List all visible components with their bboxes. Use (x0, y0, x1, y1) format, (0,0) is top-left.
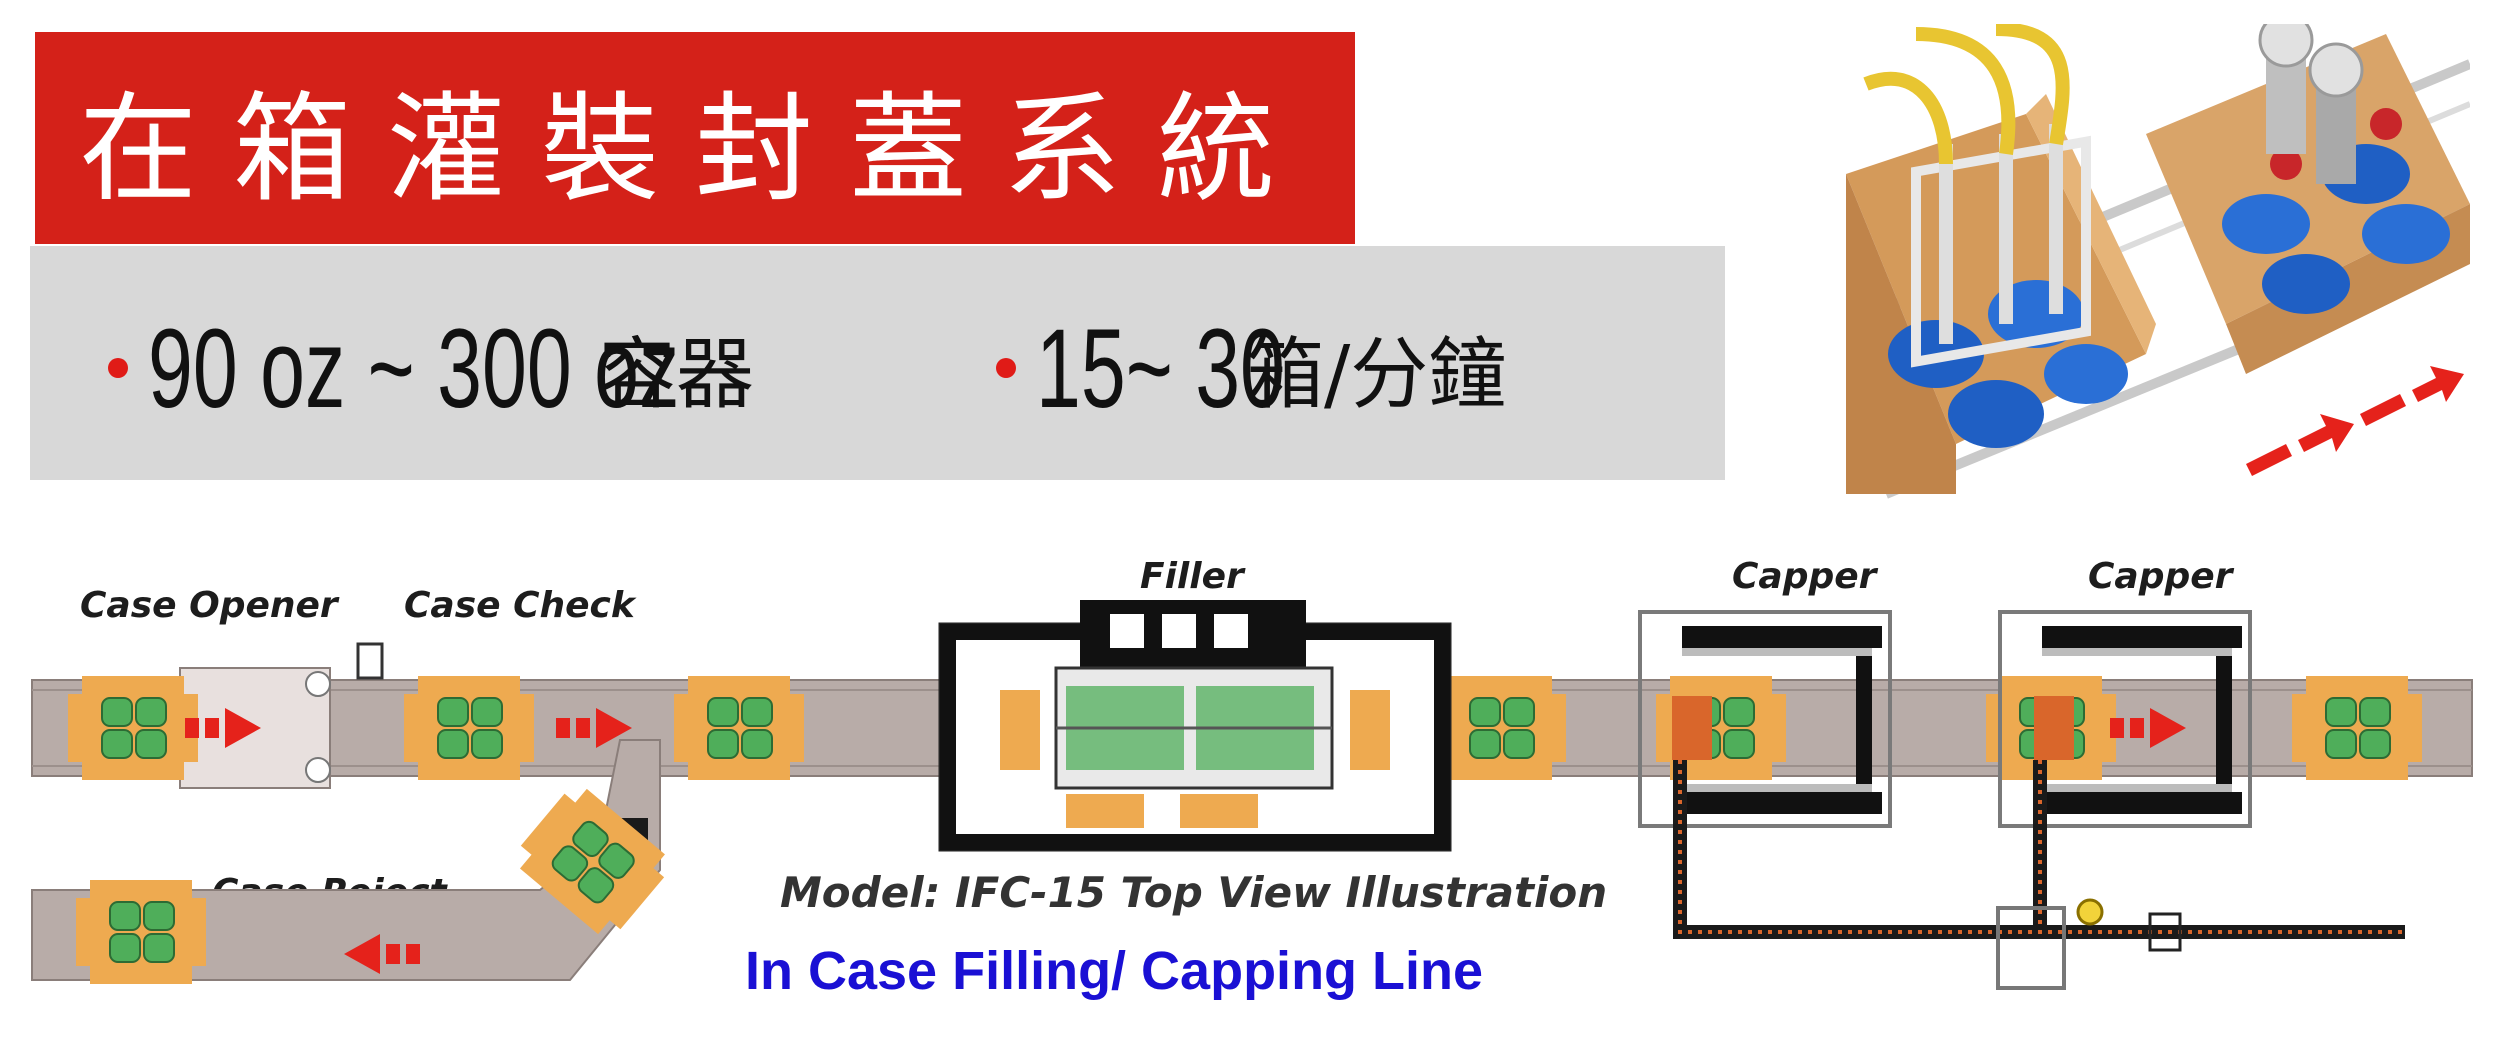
model-caption: Model: IFC-15 Top View Illustration (780, 868, 1608, 917)
label-case-opener: Case Opener (80, 585, 338, 626)
bullet-dot (996, 358, 1016, 378)
label-case-check: Case Check (404, 585, 635, 626)
in-case-filling-illustration (1846, 24, 2470, 504)
spec-speed-unit: 箱/分鐘 (1246, 330, 1507, 420)
line-subtitle: In Case Filling/ Capping Line (745, 941, 1484, 1001)
spec-speed-value: 15~ 30 (1036, 305, 1285, 431)
bullet-dot (108, 358, 128, 378)
spec-speed: 15~ 30 箱/分鐘 (996, 306, 1507, 431)
spec-banner: 90 oz ~ 300 oz 容器 15~ 30 箱/分鐘 (30, 246, 1725, 480)
page-title: 在箱灌裝封蓋系統 (78, 79, 1311, 218)
spec-capacity-value: 90 oz ~ 300 oz (148, 305, 680, 431)
label-filler: Filler (1140, 556, 1244, 597)
title-banner: 在箱灌裝封蓋系統 (35, 32, 1355, 244)
label-capper-1: Capper (1732, 556, 1877, 597)
label-capper-2: Capper (2088, 556, 2233, 597)
spec-capacity-unit: 容器 (598, 330, 755, 420)
spec-capacity: 90 oz ~ 300 oz 容器 (108, 306, 755, 431)
top-view-line-diagram (31, 600, 2473, 990)
